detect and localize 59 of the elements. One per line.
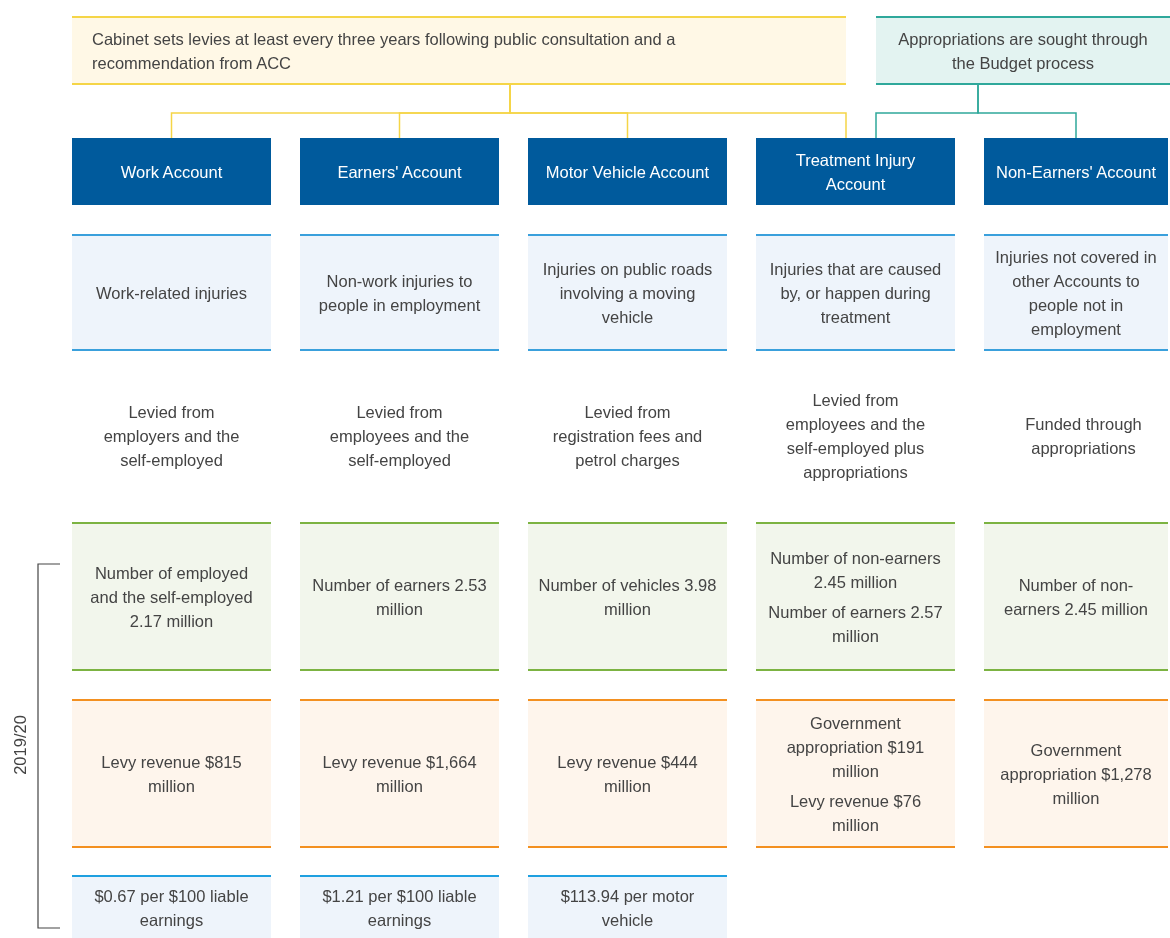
funding-note: Levied from registration fees and petrol charges bbox=[551, 402, 704, 471]
rate-text: $113.94 per motor vehicle bbox=[559, 885, 696, 931]
account-title: Earners' Account bbox=[337, 161, 462, 183]
funding-note: Levied from employees and the self-employed bbox=[328, 402, 471, 471]
rate-panel bbox=[72, 875, 271, 938]
account-header bbox=[528, 138, 727, 205]
revenue-text: Levy revenue $1,664 million bbox=[321, 751, 478, 797]
revenue-panel bbox=[528, 699, 727, 848]
header-banner bbox=[876, 16, 1170, 85]
description-panel bbox=[756, 234, 955, 351]
funding-note: Levied from employees and the self-employed plus appropriations bbox=[784, 390, 927, 483]
revenue-panel bbox=[984, 699, 1168, 848]
description-panel bbox=[72, 234, 271, 351]
statistic-text: Number of vehicles 3.98 million bbox=[538, 574, 717, 620]
funding-note: Funded through appropriations bbox=[1024, 414, 1143, 459]
revenue-panel bbox=[300, 699, 499, 848]
statistic-panel bbox=[528, 522, 727, 671]
rate-panel bbox=[300, 875, 499, 938]
statistic-text: Number of non-earners 2.45 million bbox=[1003, 574, 1149, 620]
description-text: Non-work injuries to people in employment bbox=[317, 270, 482, 316]
description-panel bbox=[528, 234, 727, 351]
funding-note: Levied from employers and the self-employed bbox=[102, 402, 241, 471]
statistic-panel bbox=[984, 522, 1168, 671]
account-header bbox=[72, 138, 271, 205]
description-panel bbox=[984, 234, 1168, 351]
revenue-text: Levy revenue $76 million bbox=[788, 790, 923, 836]
description-text: Injuries on public roads involving a moving vehicle bbox=[541, 258, 714, 328]
statistic-panel bbox=[756, 522, 955, 671]
description-text: Injuries that are caused by, or happen during treatment bbox=[768, 258, 943, 328]
description-text: Work-related injuries bbox=[96, 282, 247, 304]
revenue-panel bbox=[756, 699, 955, 848]
account-title: Work Account bbox=[120, 161, 223, 183]
revenue-text: Government appropriation $191 million bbox=[785, 712, 926, 782]
rate-panel bbox=[528, 875, 727, 938]
rate-text: $1.21 per $100 liable earnings bbox=[321, 885, 478, 931]
statistic-text: Number of earners 2.53 million bbox=[311, 574, 488, 620]
statistic-text: Number of employed and the self-employed 2.17 million bbox=[89, 562, 254, 632]
account-title: Treatment Injury Account bbox=[794, 149, 917, 195]
statistic-text: Number of earners 2.57 million bbox=[767, 601, 944, 647]
rate-text: $0.67 per $100 liable earnings bbox=[93, 885, 250, 931]
revenue-text: Government appropriation $1,278 million bbox=[999, 739, 1153, 809]
description-text: Injuries not covered in other Accounts to people not in employment bbox=[994, 246, 1158, 340]
account-header bbox=[756, 138, 955, 205]
revenue-text: Levy revenue $815 million bbox=[100, 751, 243, 797]
statistic-panel bbox=[72, 522, 271, 671]
banner-text: Cabinet sets levies at least every three years following public consultation and a recommendation from ACC bbox=[92, 28, 677, 74]
banner-text: Appropriations are sought through the Budget process bbox=[897, 28, 1149, 74]
account-title: Non-Earners' Account bbox=[996, 161, 1156, 183]
revenue-panel bbox=[72, 699, 271, 848]
statistic-text: Number of non-earners 2.45 million bbox=[769, 547, 942, 593]
connector-line bbox=[977, 84, 1077, 139]
statistic-panel bbox=[300, 522, 499, 671]
account-title: Motor Vehicle Account bbox=[545, 161, 710, 183]
description-panel bbox=[300, 234, 499, 351]
revenue-text: Levy revenue $444 million bbox=[556, 751, 699, 797]
period-label: 2019/20 bbox=[10, 715, 30, 775]
account-header bbox=[984, 138, 1168, 205]
account-header bbox=[300, 138, 499, 205]
header-banner bbox=[72, 16, 846, 85]
